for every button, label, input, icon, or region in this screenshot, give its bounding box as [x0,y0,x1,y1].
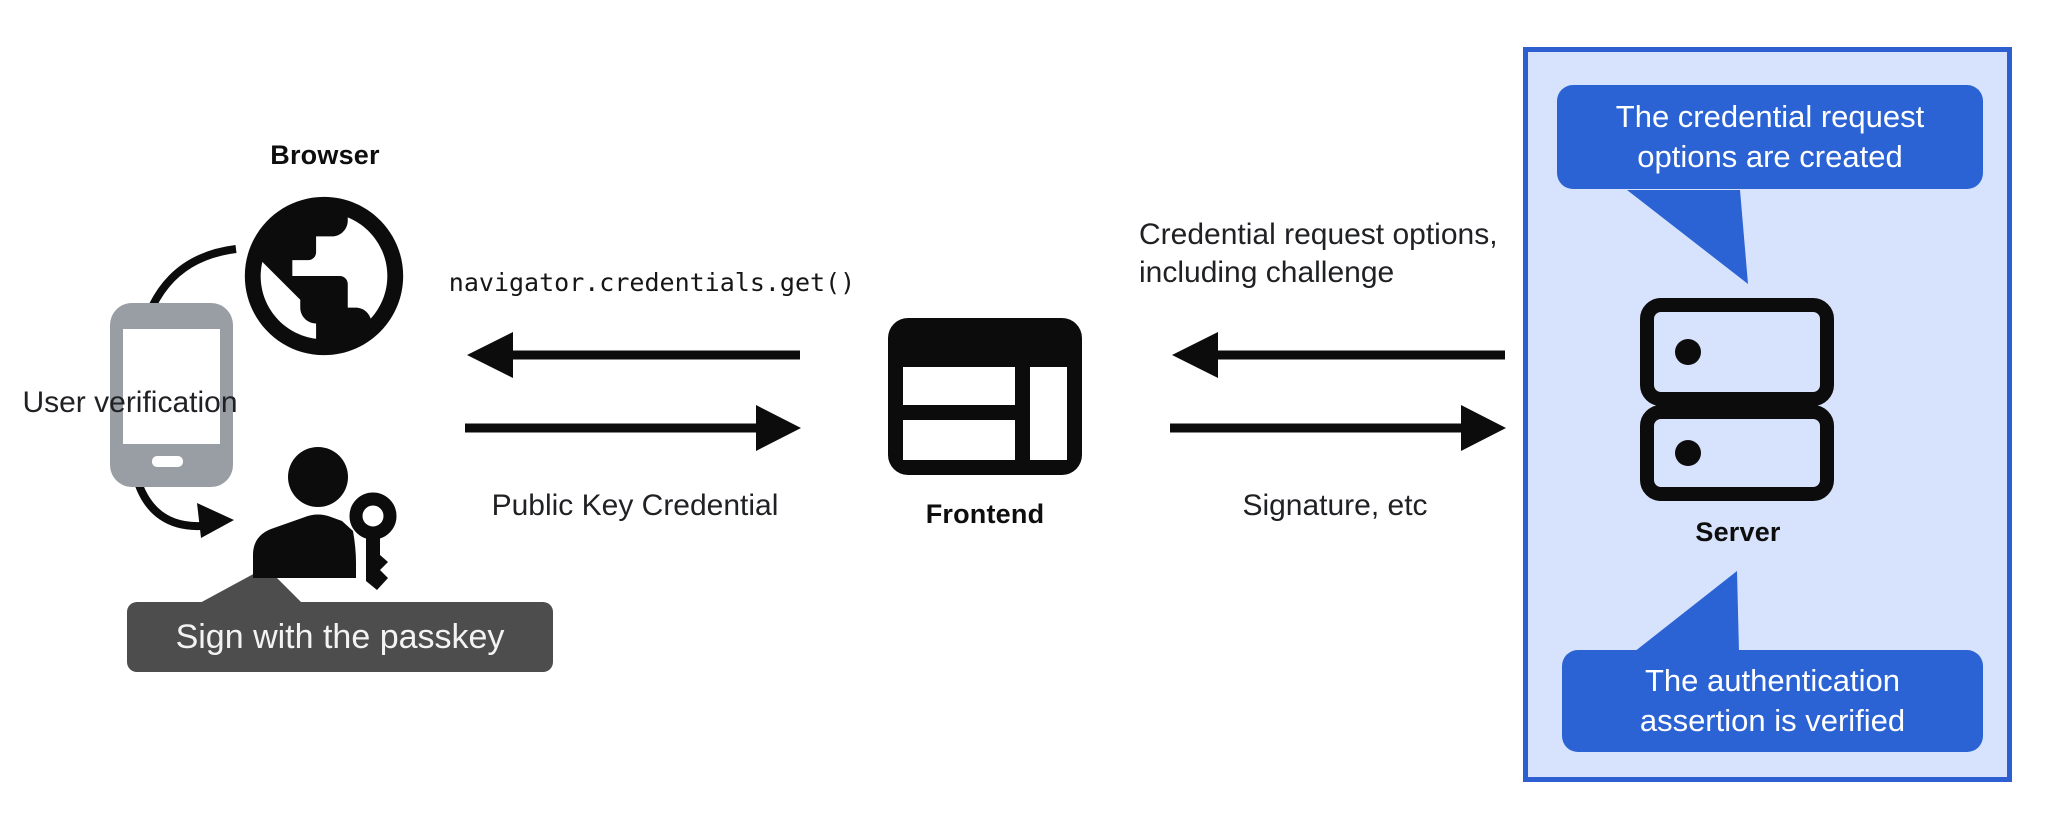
assertion-verified-line2: assertion is verified [1639,703,1906,738]
navigator-credentials-call: navigator.credentials.get() [448,268,856,297]
browser-label: Browser [270,140,380,170]
arrow-frontend-to-server [1170,405,1506,451]
arrow-server-to-frontend [1172,332,1505,378]
server-stack-icon [1640,296,1836,508]
sign-with-passkey-bubble: Sign with the passkey [127,602,553,672]
credential-bubble-tail [1627,190,1748,284]
user-verification-label: User verification [22,386,238,419]
credential-options-created-bubble: The credential request options are creat… [1557,85,1983,189]
sign-bubble-text: Sign with the passkey [175,617,505,656]
arrow-frontend-to-browser [467,332,800,378]
signature-label: Signature, etc [1242,489,1428,522]
credential-options-created-line2: options are created [1637,139,1903,174]
browser-window-icon [888,318,1082,475]
smartphone-icon [110,303,233,487]
credential-request-options-line1: Credential request options, [1139,218,1498,251]
sign-bubble-tail [198,572,303,604]
credential-options-created-line1: The credential request [1615,99,1925,134]
public-key-credential-label: Public Key Credential [491,489,779,522]
globe-icon [229,181,419,371]
arrow-browser-to-frontend [465,405,801,451]
person-passkey-icon [245,443,405,593]
server-label: Server [1695,517,1781,547]
credential-request-options-line2: including challenge [1139,256,1395,289]
assertion-verified-bubble: The authentication assertion is verified [1562,650,1983,752]
frontend-label: Frontend [925,499,1045,529]
credential-request-options-label: Credential request options, including ch… [1139,216,1539,292]
assertion-verified-line1: The authentication [1644,663,1901,698]
assertion-bubble-tail [1634,571,1739,652]
